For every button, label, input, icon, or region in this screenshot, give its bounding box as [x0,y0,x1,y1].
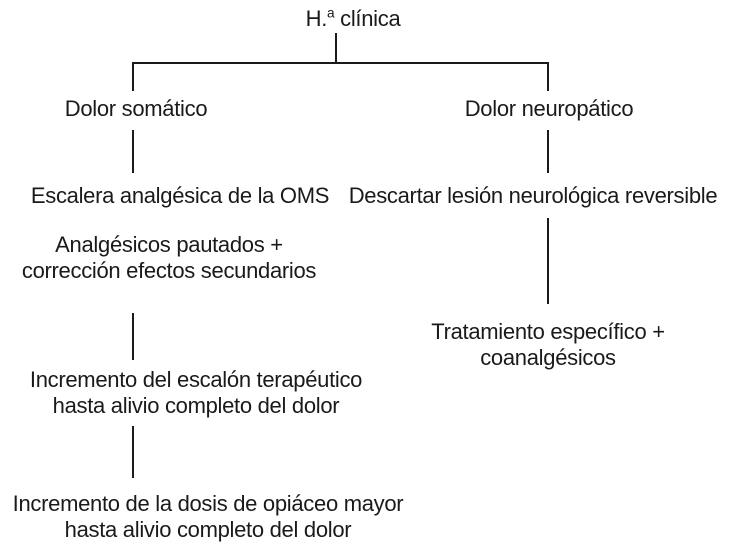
connector-somatic-3 [132,426,134,478]
step-tratamiento-especifico: Tratamiento específico + coanalgésicos [431,319,665,371]
connector-left-stub [132,62,134,91]
step-incremento-dosis-opiaceo: Incremento de la dosis de opiáceo mayor … [13,491,404,543]
root-abbr: H. [305,6,328,31]
branch-label-dolor-somatico: Dolor somático [64,96,208,121]
step-text-line: Incremento del escalón terapéutico [29,367,363,392]
connector-neuropathic-1 [547,130,549,173]
step-text-line: hasta alivio completo del dolor [64,517,352,542]
root-rest: clínica [334,6,401,31]
step-text-line: Analgésicos pautados + [55,232,283,257]
ordinal-indicator: a [327,5,335,21]
step-escalera-oms: Escalera analgésica de la OMS [30,183,330,208]
connector-root-stem [335,33,337,63]
step-incremento-escalon: Incremento del escalón terapéutico hasta… [29,367,363,419]
step-text-line: Tratamiento específico + [431,319,665,344]
connector-somatic-2 [132,313,134,360]
root-node-historia-clinica: H.a clínica [306,6,401,31]
branch-label-dolor-neuropatico: Dolor neuropático [464,96,634,121]
connector-right-stub [547,62,549,91]
connector-branch-bar [132,62,549,64]
step-text-line: corrección efectos secundarios [21,258,317,283]
step-text-line: Incremento de la dosis de opiáceo mayor [12,491,404,516]
step-descartar-lesion: Descartar lesión neurológica reversible [348,183,718,208]
connector-somatic-1 [132,130,134,173]
step-text-line: coanalgésicos [480,345,616,370]
step-text-line: hasta alivio completo del dolor [52,393,340,418]
step-analgesicos-pautados: Analgésicos pautados + corrección efecto… [21,232,317,284]
connector-neuropathic-2 [547,218,549,304]
